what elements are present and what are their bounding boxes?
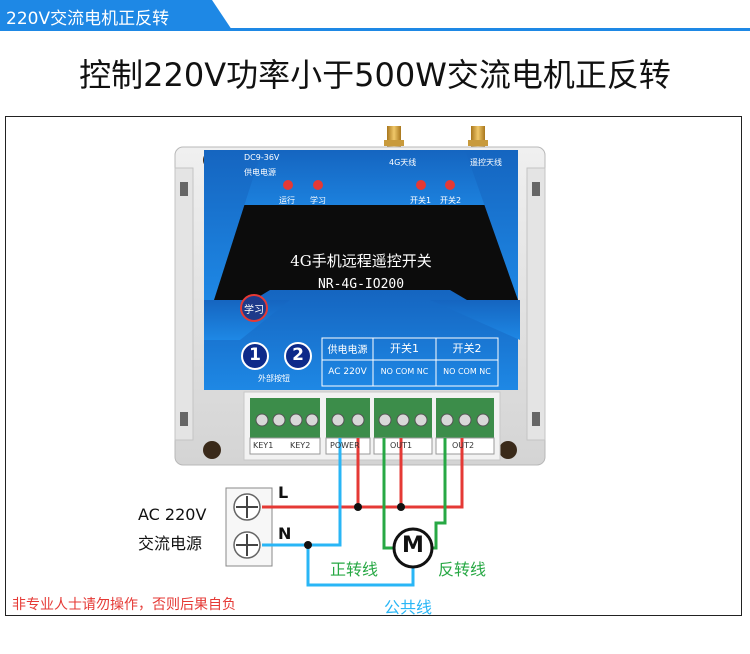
table-val-power: AC 220V — [328, 367, 367, 377]
forward-wire — [382, 438, 393, 550]
face-plate — [204, 150, 520, 390]
learn-button[interactable] — [240, 294, 268, 322]
table-col-sw2: 开关2 — [452, 342, 482, 355]
terminal-screws — [255, 413, 490, 427]
source-voltage-label: AC 220V — [138, 505, 207, 524]
power-label: 供电电源 — [244, 168, 276, 177]
button1-label: 1 — [249, 345, 261, 365]
banner-tab: 220V交流电机正反转 — [0, 0, 232, 30]
antenna-remote-connector — [468, 126, 488, 150]
led-switch2 — [445, 180, 455, 190]
ac-source-terminal — [225, 487, 273, 567]
antenna-remote-label: 遥控天线 — [470, 158, 502, 167]
junction-live-2 — [397, 503, 405, 511]
terminal-key1-label: KEY1 — [253, 441, 274, 450]
motor-symbol — [392, 527, 434, 569]
power-label-top: DC9-36V — [244, 153, 280, 162]
terminal-key2-label: KEY2 — [290, 441, 311, 450]
external-buttons-label: 外部按钮 — [258, 374, 290, 383]
line-L-label: L — [278, 483, 289, 502]
banner-title: 220V交流电机正反转 — [6, 9, 170, 29]
device-model: NR-4G-IO200 — [317, 277, 405, 292]
led-switch1-label: 开关1 — [410, 196, 432, 205]
table-val-sw2: NO COM NC — [443, 367, 491, 376]
junction-live-1 — [354, 503, 362, 511]
antenna-4g-connector — [384, 126, 404, 150]
top-banner: 220V交流电机正反转 — [0, 0, 750, 31]
device-name: 4G手机远程遥控开关 — [290, 252, 432, 270]
forward-wire-label: 正转线 — [330, 560, 379, 579]
page-title: 控制220V功率小于500W交流电机正反转 — [79, 56, 671, 94]
source-name-label: 交流电源 — [138, 534, 203, 553]
common-wire-label: 公共线 — [384, 598, 433, 617]
reverse-wire-label: 反转线 — [438, 560, 487, 579]
live-wire — [262, 438, 464, 509]
line-N-label: N — [278, 524, 292, 543]
external-button-1[interactable] — [241, 342, 269, 370]
led-learn-label: 学习 — [310, 196, 326, 205]
diagram-frame — [5, 116, 742, 616]
learn-button-label: 学习 — [244, 305, 264, 316]
table-col-sw1: 开关1 — [390, 342, 419, 355]
terminal-power-label: POWER — [330, 441, 360, 450]
spec-table — [321, 337, 499, 387]
warning-text: 非专业人士请勿操作，否则后果自负 — [12, 597, 236, 613]
table-col-power: 供电电源 — [327, 345, 368, 356]
terminal-out1-label: OUT1 — [390, 441, 413, 450]
external-button-2[interactable] — [284, 342, 312, 370]
motor-label: M — [402, 533, 424, 558]
neutral-wire — [262, 438, 415, 587]
reverse-wire — [433, 438, 447, 550]
terminal-out2-label: OUT2 — [452, 441, 475, 450]
led-switch1 — [416, 180, 426, 190]
banner-line — [0, 28, 750, 31]
led-switch2-label: 开关2 — [440, 196, 462, 205]
junction-neutral — [304, 541, 312, 549]
table-val-sw1: NO COM NC — [380, 367, 429, 376]
led-learn — [313, 180, 323, 190]
led-run-label: 运行 — [279, 196, 295, 205]
button2-label: 2 — [292, 345, 304, 365]
antenna-4g-label: 4G天线 — [389, 158, 417, 167]
led-run — [283, 180, 293, 190]
